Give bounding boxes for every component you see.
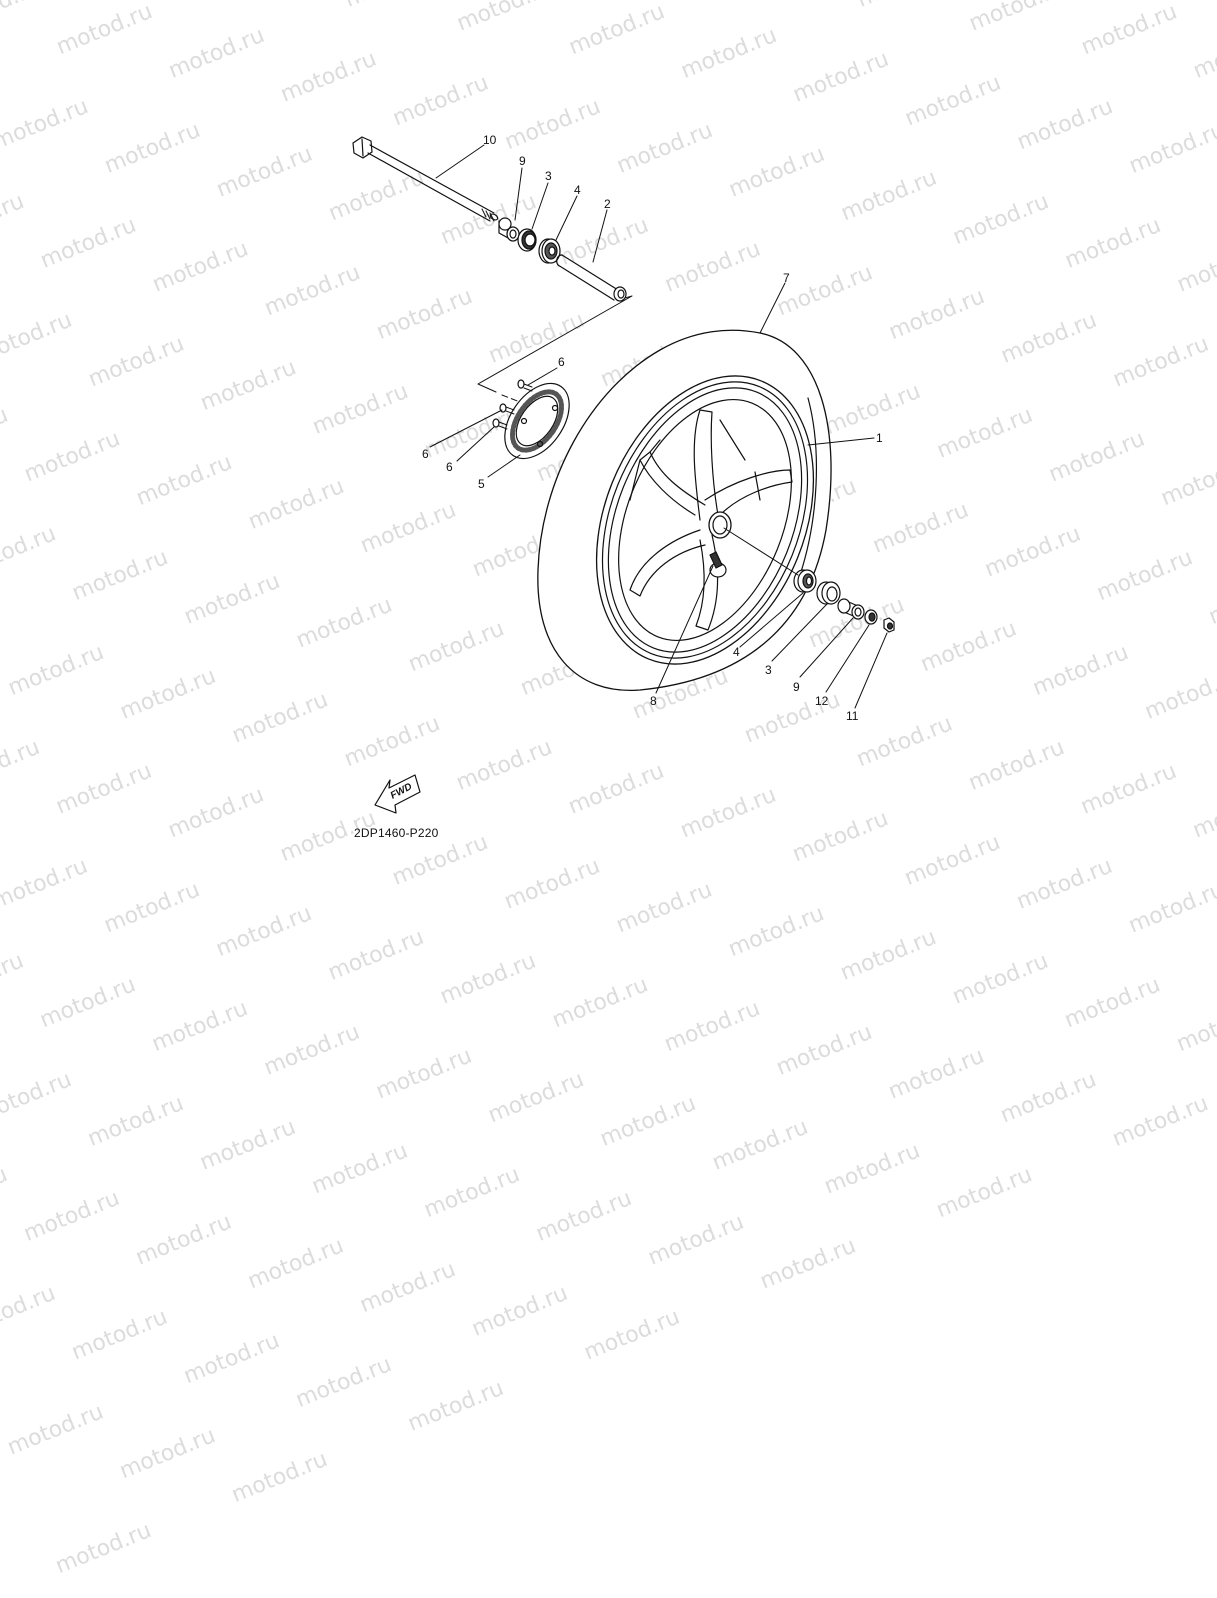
exploded-wheel-diagram: [352, 136, 895, 814]
callout-10[interactable]: 10: [483, 133, 497, 147]
callout-1[interactable]: 1: [876, 431, 883, 445]
callout-5[interactable]: 5: [478, 477, 485, 491]
callout-9[interactable]: 9: [519, 154, 526, 168]
callout-4[interactable]: 4: [574, 183, 581, 197]
callout-6-left[interactable]: 6: [422, 447, 429, 461]
oil-seal-right-part[interactable]: [816, 581, 841, 605]
tire-part[interactable]: [537, 329, 832, 691]
oil-seal-part[interactable]: [517, 228, 537, 252]
leader-lines: [429, 144, 888, 709]
bearing-right-part[interactable]: [793, 569, 817, 593]
callout-3-right[interactable]: 3: [765, 663, 772, 677]
callout-2[interactable]: 2: [604, 197, 611, 211]
diagram-code: 2DP1460-P220: [354, 826, 439, 840]
bolt-part[interactable]: [492, 379, 533, 430]
callout-9-right[interactable]: 9: [793, 680, 800, 694]
callout-6-top[interactable]: 6: [558, 355, 565, 369]
forward-arrow-icon: [374, 774, 421, 814]
wheel-rim-part[interactable]: [556, 343, 854, 696]
collar-right-part[interactable]: [837, 598, 865, 620]
axle-part[interactable]: [352, 136, 499, 222]
callout-6-bottom[interactable]: 6: [446, 460, 453, 474]
sensor-rotor-part[interactable]: [492, 372, 583, 471]
collar-part[interactable]: [498, 217, 520, 242]
callout-7[interactable]: 7: [783, 271, 790, 285]
spacer-part[interactable]: [556, 254, 627, 302]
callout-3[interactable]: 3: [545, 169, 552, 183]
bearing-part[interactable]: [538, 238, 561, 264]
callout-4-right[interactable]: 4: [733, 645, 740, 659]
callout-11[interactable]: 11: [846, 709, 859, 723]
washer-part[interactable]: [864, 609, 878, 625]
callout-12[interactable]: 12: [815, 694, 829, 708]
callout-8[interactable]: 8: [650, 694, 657, 708]
nut-part[interactable]: [883, 617, 895, 633]
